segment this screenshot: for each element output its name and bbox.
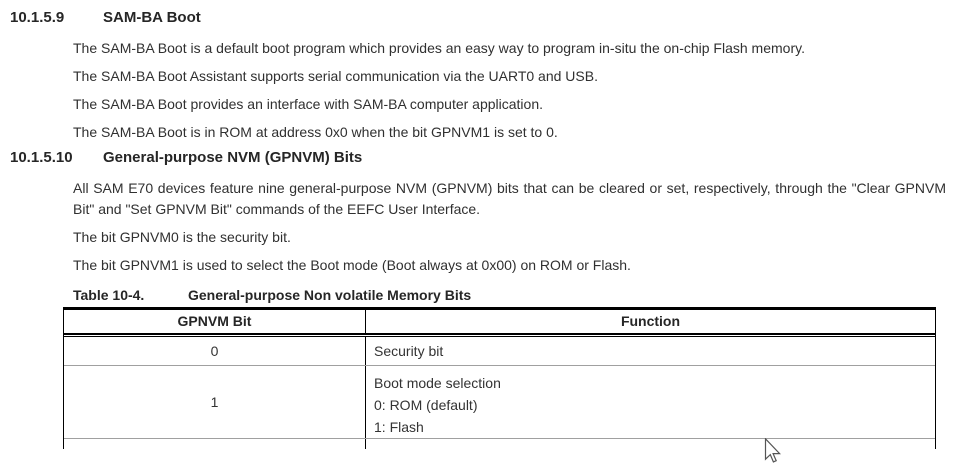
- cell-function: Boot mode selection 0: ROM (default) 1: …: [366, 366, 935, 438]
- mouse-cursor: [764, 438, 781, 463]
- section-heading-sam-ba-boot: 10.1.5.9 SAM-BA Boot: [10, 10, 946, 26]
- table-caption: Table 10-4. General-purpose Non volatile…: [73, 288, 946, 303]
- table-caption-title: General-purpose Non volatile Memory Bits: [188, 287, 472, 303]
- table-header-rule: [64, 333, 935, 337]
- table-header-row: GPNVM Bit Function: [64, 310, 935, 333]
- table-caption-label: Table 10-4.: [73, 287, 145, 303]
- table-row: 0 Security bit: [64, 337, 935, 366]
- paragraph: The SAM-BA Boot provides an interface wi…: [73, 96, 544, 112]
- gpnvm-table: GPNVM Bit Function 0 Security bit 1 Boot…: [63, 307, 936, 449]
- paragraph: The SAM-BA Boot Assistant supports seria…: [73, 68, 598, 84]
- cell-gpnvm-bit: 0: [64, 337, 366, 365]
- section-title: SAM-BA Boot: [103, 9, 201, 26]
- section-title: General-purpose NVM (GPNVM) Bits: [103, 149, 363, 166]
- paragraph: All SAM E70 devices feature nine general…: [73, 180, 946, 217]
- table-row-cutoff: [64, 439, 935, 449]
- table-header-function: Function: [620, 313, 681, 329]
- section-number: 10.1.5.10: [10, 149, 73, 166]
- function-line: 1: Flash: [374, 419, 424, 435]
- function-line: 0: ROM (default): [374, 397, 478, 413]
- function-line: Security bit: [374, 342, 444, 359]
- table-row: 1 Boot mode selection 0: ROM (default) 1…: [64, 366, 935, 439]
- paragraph: The SAM-BA Boot is in ROM at address 0x0…: [73, 124, 558, 140]
- paragraph: The SAM-BA Boot is a default boot progra…: [73, 40, 805, 56]
- paragraph: The bit GPNVM1 is used to select the Boo…: [73, 257, 631, 273]
- function-line: Boot mode selection: [374, 375, 501, 391]
- section-body-gpnvm-bits: All SAM E70 devices feature nine general…: [73, 178, 946, 276]
- section-body-sam-ba-boot: The SAM-BA Boot is a default boot progra…: [73, 38, 946, 143]
- section-number: 10.1.5.9: [10, 9, 65, 26]
- cell-gpnvm-bit: 1: [64, 366, 366, 438]
- paragraph: The bit GPNVM0 is the security bit.: [73, 229, 291, 245]
- section-heading-gpnvm-bits: 10.1.5.10 General-purpose NVM (GPNVM) Bi…: [10, 150, 946, 166]
- table-header-gpnvm-bit: GPNVM Bit: [64, 310, 366, 333]
- cell-function: Security bit: [366, 337, 935, 365]
